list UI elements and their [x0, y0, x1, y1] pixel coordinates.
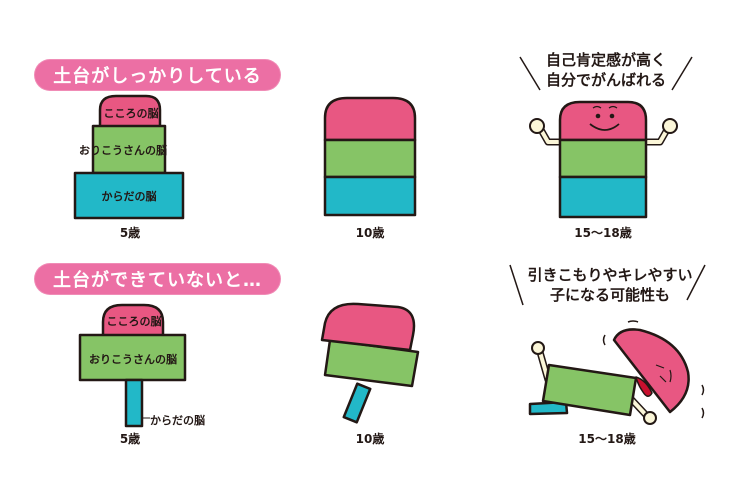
- age-label-bottom-15: 15〜18歳: [578, 432, 636, 446]
- warning-message-line1: 引きこもりやキレやすい: [527, 266, 693, 284]
- warning-message-line2: 子になる可能性も: [549, 286, 670, 304]
- emphasis-line-right-bottom: [686, 264, 706, 301]
- label-smart-brain-bottom: おりこうさんの脳: [89, 353, 177, 366]
- label-body-brain-top: からだの脳: [101, 190, 157, 203]
- banner-weak-foundation: 土台ができていないと…: [35, 264, 280, 294]
- positive-message-line2: 自分でがんばれる: [545, 71, 666, 89]
- bottom-15yo-collapsed-character: [528, 320, 705, 425]
- bottom-5yo-brain: [78, 303, 187, 428]
- label-body-brain-bottom: からだの脳: [150, 414, 205, 427]
- emphasis-line-left: [519, 56, 541, 91]
- age-label-bottom-10: 10歳: [355, 432, 385, 446]
- top-15yo-happy-character: [529, 100, 678, 219]
- banner-stable-foundation: 土台がしっかりしている: [35, 60, 280, 90]
- label-heart-brain-bottom: こころの脳: [106, 315, 162, 328]
- age-label-top-10: 10歳: [355, 226, 385, 240]
- positive-message-line1: 自己肯定感が高く: [545, 51, 666, 69]
- label-heart-brain-top: こころの脳: [103, 107, 159, 120]
- warning-message: 引きこもりやキレやすい 子になる可能性も: [520, 265, 700, 305]
- top-10yo-brain: [323, 96, 417, 217]
- emphasis-line-left-bottom: [509, 264, 524, 306]
- top-5yo-brain: [73, 94, 185, 220]
- age-label-top-15: 15〜18歳: [574, 226, 632, 240]
- bottom-10yo-brain: [320, 302, 420, 424]
- label-smart-brain-top: おりこうさんの脳: [79, 144, 167, 157]
- positive-message: 自己肯定感が高く 自分でがんばれる: [536, 50, 676, 90]
- age-label-bottom-5: 5歳: [119, 432, 141, 446]
- age-label-top-5: 5歳: [119, 226, 141, 240]
- emphasis-line-right: [671, 56, 693, 91]
